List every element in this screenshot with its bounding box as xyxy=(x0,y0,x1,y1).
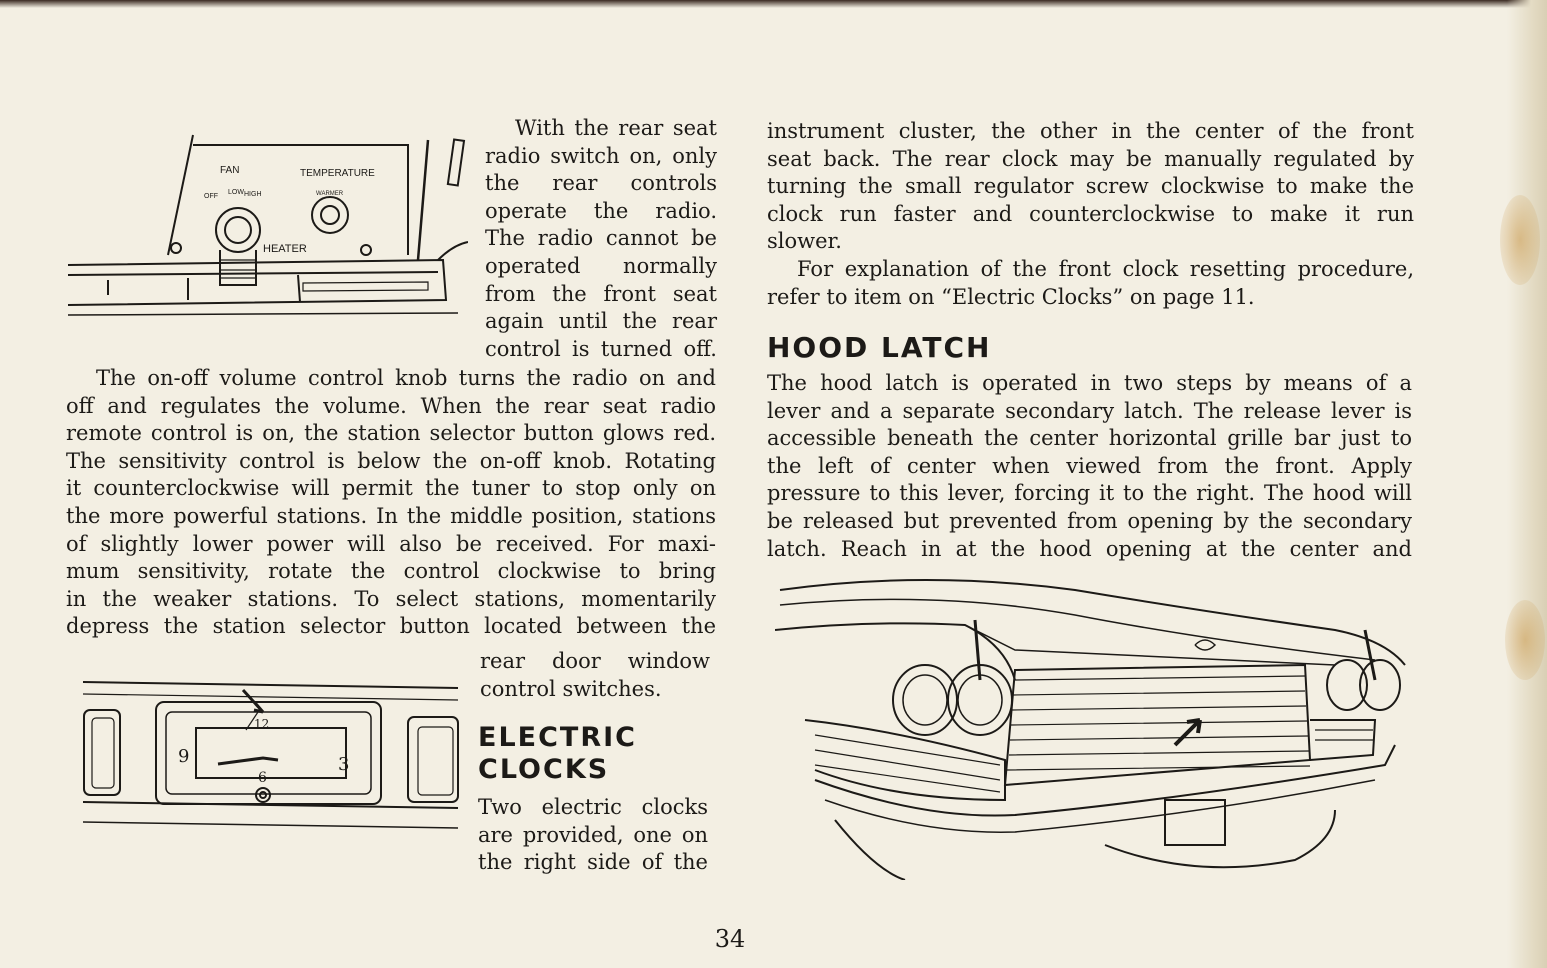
text-line: latch. Reach in at the hood opening at t… xyxy=(767,536,1412,561)
electric-clocks-heading: ELECTRIC CLOCKS xyxy=(478,722,637,786)
text-line: from the front seat xyxy=(485,281,717,306)
high-label: HIGH xyxy=(244,191,262,198)
text-line: slower. xyxy=(767,229,842,254)
text-line: With the rear seat xyxy=(515,116,717,140)
text-line: the left of center when viewed from the … xyxy=(767,453,1412,478)
text-line: depress the station selector button loca… xyxy=(66,614,716,639)
clock-regulation-paragraph: instrument cluster, the other in the cen… xyxy=(767,118,1414,311)
text-line: in the weaker stations. To select statio… xyxy=(66,586,716,611)
car-front-grille-illustration xyxy=(775,579,1406,880)
heater-label: HEATER xyxy=(263,243,307,255)
hood-latch-paragraph: The hood latch is operated in two steps … xyxy=(767,370,1412,563)
text-line: the rear controls xyxy=(485,171,717,196)
volume-control-paragraph-end: rear door window control switches. xyxy=(480,648,710,703)
text-line: it counterclockwise will permit the tune… xyxy=(66,476,716,501)
heater-controls-illustration: FAN TEMPERATURE OFF LOW HIGH WARMER HEAT… xyxy=(68,134,468,316)
clock-numeral-3: 3 xyxy=(338,754,349,775)
volume-control-paragraph: The on-off volume control knob turns the… xyxy=(66,365,716,641)
text-line: turning the small regulator screw clockw… xyxy=(767,174,1414,199)
page-top-shadow xyxy=(0,0,1547,8)
electric-clocks-paragraph: Two electric clocks are provided, one on… xyxy=(478,794,708,877)
text-line: pressure to this lever, forcing it to th… xyxy=(767,481,1412,506)
text-line: seat back. The rear clock may be manuall… xyxy=(767,146,1414,171)
clock-numeral-9: 9 xyxy=(178,746,189,767)
rear-clock-illustration: 9 3 6 12 xyxy=(82,681,459,829)
text-line: instrument cluster, the other in the cen… xyxy=(767,119,1414,143)
clock-numeral-12: 12 xyxy=(254,717,269,731)
text-line: off and regulates the volume. When the r… xyxy=(66,393,716,418)
text-line: The radio cannot be xyxy=(485,226,717,251)
text-line: be released but prevented from opening b… xyxy=(767,508,1412,533)
text-line: control is turned off. xyxy=(485,336,717,361)
fan-label: FAN xyxy=(220,165,239,176)
text-line: radio switch on, only xyxy=(485,143,717,168)
text-line: lever and a separate secondary latch. Th… xyxy=(767,398,1412,423)
text-line: again until the rear xyxy=(485,309,717,334)
paper-stain xyxy=(1505,600,1545,680)
text-line: the more powerful stations. In the middl… xyxy=(66,503,716,528)
low-label: LOW xyxy=(228,189,244,196)
text-line: The hood latch is operated in two steps … xyxy=(767,371,1412,395)
hood-latch-heading: HOOD LATCH xyxy=(767,331,992,364)
text-line: of slightly lower power will also be rec… xyxy=(66,531,716,556)
text-line: operated normally xyxy=(485,253,717,278)
text-line: Two electric clocks xyxy=(478,795,708,819)
text-line: remote control is on, the station select… xyxy=(66,421,716,446)
temperature-label: TEMPERATURE xyxy=(300,168,375,179)
text-line: rear door window xyxy=(480,649,710,673)
clock-numeral-6: 6 xyxy=(258,770,267,786)
paper-stain xyxy=(1500,195,1540,285)
text-line: For explanation of the front clock reset… xyxy=(797,256,1414,281)
text-line: clock run faster and counterclockwise to… xyxy=(767,201,1414,226)
warmer-label: WARMER xyxy=(316,191,344,197)
text-line: control switches. xyxy=(480,676,662,701)
heading-line: CLOCKS xyxy=(478,754,610,785)
text-line: The on-off volume control knob turns the… xyxy=(96,366,716,390)
text-line: are provided, one on xyxy=(478,822,708,847)
text-line: operate the radio. xyxy=(485,198,717,223)
text-line: accessible beneath the center horizontal… xyxy=(767,426,1412,451)
rear-seat-radio-paragraph: With the rear seat radio switch on, only… xyxy=(485,115,717,363)
text-line: The sensitivity control is below the on-… xyxy=(66,448,716,473)
page-number: 34 xyxy=(714,925,746,953)
text-line: refer to item on “Electric Clocks” on pa… xyxy=(767,284,1255,309)
heading-line: ELECTRIC xyxy=(478,722,637,753)
off-label: OFF xyxy=(204,193,218,200)
text-line: mum sensitivity, rotate the control cloc… xyxy=(66,559,716,584)
text-line: the right side of the xyxy=(478,850,708,875)
page-right-edge xyxy=(1507,0,1547,968)
